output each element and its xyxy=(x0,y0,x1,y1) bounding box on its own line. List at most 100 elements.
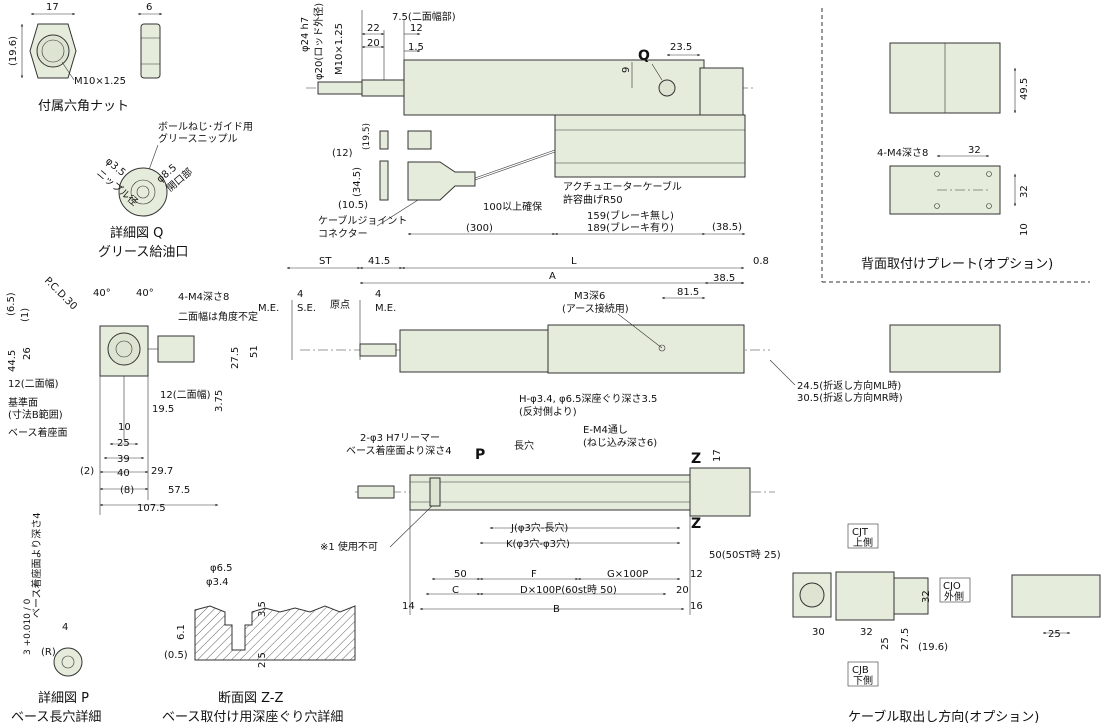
nut-thickness-dim: 6 xyxy=(146,2,152,13)
bottom-base xyxy=(409,474,691,511)
dim-rod-guide: φ24 h7 xyxy=(300,17,311,52)
dim-65: (6.5) xyxy=(6,292,17,316)
cable-option-connector xyxy=(893,577,929,615)
dim-159: 159(ブレーキ無し) xyxy=(587,209,674,222)
plate-dim-10: 10 xyxy=(1019,223,1030,236)
bottom-view-group: H-φ3.4, φ6.5深座ぐり深さ3.5 (反対側より) E-M4通し (ねじ… xyxy=(320,392,781,615)
end-note-label: 二面幅は角度不定 xyxy=(178,310,258,323)
grease-port-q xyxy=(658,79,676,97)
cable-d32a: 32 xyxy=(860,627,873,638)
cable-option-side xyxy=(1011,574,1101,618)
dim-st: ST xyxy=(319,256,332,267)
side-rod xyxy=(359,343,397,357)
cable-d196: (19.6) xyxy=(918,642,948,653)
dim-815: 81.5 xyxy=(677,287,699,298)
label-se: S.E. xyxy=(297,303,316,314)
grease-nipple-outer xyxy=(118,167,168,217)
dim-575: 57.5 xyxy=(168,485,190,496)
detail-q-title: 詳細図 Q xyxy=(110,225,163,241)
side-motor xyxy=(547,324,745,374)
side-view-group: ST 41.5 L 0.8 A 38.5 81.5 M.E. 4 S.E. 原点… xyxy=(258,256,903,404)
back-plate-title: 背面取付けプレート(オプション) xyxy=(861,257,1053,272)
zz-d25: 2.5 xyxy=(257,652,268,668)
label-reamer2: ベース着座面より深さ4 xyxy=(346,444,452,457)
connector xyxy=(407,130,432,150)
dim-25e: 25 xyxy=(117,438,130,449)
dim-75: 7.5(二面幅部) xyxy=(392,10,456,23)
dim-j: J(φ3穴-長穴) xyxy=(510,521,568,534)
dim-8: (8) xyxy=(120,485,134,496)
plate-dim-32a: 32 xyxy=(968,145,981,156)
label-bend-radius: 許容曲げR50 xyxy=(563,193,623,206)
label-h-holes: H-φ3.4, φ6.5深座ぐり深さ3.5 xyxy=(519,392,657,405)
dim-12w2: 12(二面幅) xyxy=(160,388,211,401)
detail-p-group: ベース着座面より深さ4 3 +0.010 / 0 4 (R) 詳細図 P ベース… xyxy=(11,512,101,725)
section-hatch xyxy=(194,605,356,661)
label-m3: M3深6 xyxy=(574,290,605,302)
detail-p-title: 詳細図 P xyxy=(38,690,89,706)
dim-20b: 20 xyxy=(676,585,689,596)
dim-c: C xyxy=(452,585,459,596)
motor-body xyxy=(554,114,746,178)
label-secure: 100以上確保 xyxy=(483,200,542,213)
end-view-group: P.C.D.30 40° 40° 4-M4深さ8 二面幅は角度不定 (6.5) … xyxy=(6,275,260,515)
nut-width-dim: 17 xyxy=(46,2,59,13)
label-ret-mr: 30.5(折返し方向MR時) xyxy=(797,391,903,404)
end-holes-label: 4-M4深さ8 xyxy=(178,291,229,303)
dim-b: B xyxy=(553,604,560,615)
dim-9: 9 xyxy=(621,67,632,73)
zz-title: 断面図 Z-Z xyxy=(218,691,284,706)
label-e-m4: E-M4通し xyxy=(583,424,628,436)
cable-joint-box xyxy=(379,130,389,150)
detail-p-r: (R) xyxy=(41,647,56,658)
label-q: Q xyxy=(638,48,650,64)
plate-dim-495: 49.5 xyxy=(1019,78,1030,100)
label-origin: 原点 xyxy=(330,299,350,311)
zz-d05: (0.5) xyxy=(164,650,188,661)
cjt-label2: 上側 xyxy=(853,536,873,549)
label-note1: ※1 使用不可 xyxy=(320,540,378,553)
dim-297: 29.7 xyxy=(151,466,173,477)
zz-d61: 6.1 xyxy=(176,624,187,640)
zz-d34: φ3.4 xyxy=(206,577,229,588)
dim-105: (10.5) xyxy=(338,200,368,211)
zz-subtitle: ベース取付け用深座ぐり穴詳細 xyxy=(162,709,343,725)
detail-p-d4: 4 xyxy=(62,622,68,633)
dim-1075: 107.5 xyxy=(137,503,166,514)
detail-p-d3: 3 +0.010 / 0 xyxy=(23,598,33,655)
detail-q-grease-label2: グリースニップル xyxy=(158,132,238,145)
dim-195e: 19.5 xyxy=(152,404,174,415)
detail-q-subtitle: グリース給油口 xyxy=(98,245,188,260)
dim-a: A xyxy=(549,271,556,282)
rod-end xyxy=(361,79,405,97)
plate-dim-32b: 32 xyxy=(1019,185,1030,198)
back-plate-side-view xyxy=(889,324,1001,373)
cjb-label2: 下側 xyxy=(853,674,873,687)
ref-face-label2: (寸法B範囲) xyxy=(8,408,63,421)
cable-option-title: ケーブル取出し方向(オプション) xyxy=(848,709,1039,725)
dim-12: 12 xyxy=(410,23,423,34)
dim-g: G×100P xyxy=(607,569,648,580)
connector-body xyxy=(407,161,476,201)
plate-holes-label: 4-M4深さ8 xyxy=(877,147,928,159)
bottom-end xyxy=(689,467,751,517)
label-actuator-cable: アクチュエーターケーブル xyxy=(563,180,682,193)
rod xyxy=(317,81,363,95)
dim-385s: 38.5 xyxy=(713,273,735,284)
dim-300: (300) xyxy=(466,223,493,234)
cable-d275: 27.5 xyxy=(900,628,911,650)
label-ret-ml: 24.5(折返し方向ML時) xyxy=(797,379,901,392)
detail-q-grease-label: ボールねじ･ガイド用 xyxy=(158,121,253,133)
dim-pcd: P.C.D.30 xyxy=(42,275,79,312)
dim-189: 189(ブレーキ有り) xyxy=(587,221,674,234)
label-slot: 長穴 xyxy=(514,439,534,452)
dim-rod-thread: M10×1.25 xyxy=(334,23,345,75)
dim-12w: 12(二面幅) xyxy=(8,377,59,390)
dim-10e: 10 xyxy=(118,422,131,433)
dim-k: K(φ3穴-φ3穴) xyxy=(506,537,570,550)
dim-2: (2) xyxy=(80,466,94,477)
nut-side xyxy=(140,23,161,79)
back-plate-group: 49.5 4-M4深さ8 32 32 10 背面取付けプレート(オプション) xyxy=(821,8,1090,373)
dim-rod-outer: φ20(ロッド外径) xyxy=(312,3,325,80)
cjo-label: CJO xyxy=(943,581,961,592)
